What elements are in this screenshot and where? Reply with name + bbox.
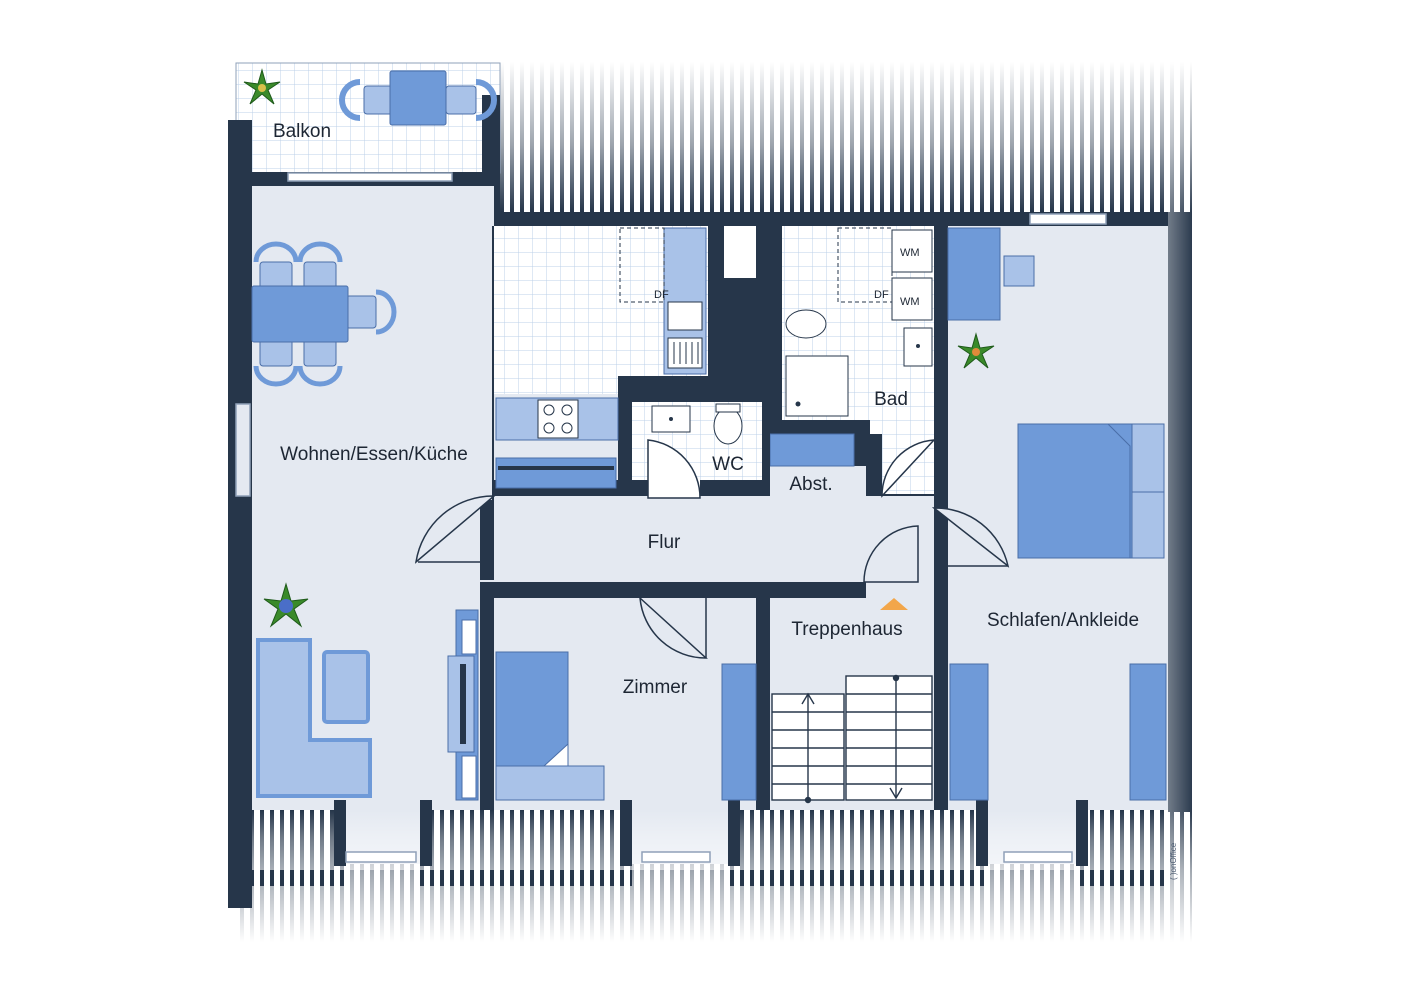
stair-entry-arrow-icon — [880, 598, 908, 610]
stairs — [771, 674, 933, 804]
sofa — [256, 638, 372, 798]
zimmer-furniture — [495, 651, 757, 801]
room-labels: Balkon Wohnen/Essen/Küche Bad WC Abst. F… — [273, 121, 1178, 880]
roof-left-edge — [228, 812, 252, 908]
kitchen-fixtures — [495, 227, 707, 489]
label-df-bath: DF — [874, 289, 889, 301]
watermark-logo: ( )onOffice — [1169, 842, 1178, 880]
dining-table — [251, 241, 397, 387]
balcony — [235, 62, 501, 174]
label-balkon: Balkon — [273, 121, 331, 142]
interior-walls — [480, 226, 948, 810]
label-schlafen: Schlafen/Ankleide — [987, 610, 1139, 631]
label-wm-bottom: WM — [900, 296, 920, 308]
label-bad: Bad — [874, 389, 908, 410]
windows — [235, 172, 1107, 863]
label-zimmer: Zimmer — [623, 677, 688, 698]
roof-top — [500, 62, 1192, 212]
label-wohnen: Wohnen/Essen/Küche — [280, 444, 468, 465]
wc-fixtures — [651, 403, 743, 445]
tv-sideboard — [447, 609, 479, 801]
roof-right-fade — [1168, 62, 1194, 942]
label-abst: Abst. — [789, 474, 832, 495]
bath-fixtures — [785, 227, 933, 417]
doors — [414, 439, 1010, 659]
label-wm-top: WM — [900, 247, 920, 259]
label-df-kitchen: DF — [654, 289, 669, 301]
plant-icon — [243, 68, 281, 105]
plant-icon — [957, 332, 995, 369]
label-treppenhaus: Treppenhaus — [791, 619, 902, 640]
label-wc: WC — [712, 454, 744, 475]
balcony-table — [339, 70, 497, 126]
schlafen-furniture — [947, 227, 1167, 801]
label-flur: Flur — [648, 532, 681, 553]
plant-icon — [263, 582, 309, 628]
